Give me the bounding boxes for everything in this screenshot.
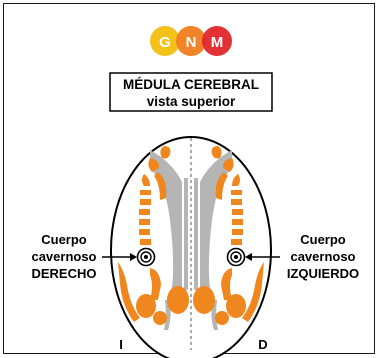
medulla-right-ball-1: [226, 294, 246, 318]
ventricle-left: [150, 150, 182, 304]
logo-letter-g: G: [159, 34, 171, 51]
arrow-right-head: [245, 253, 252, 261]
right-hemisphere: [193, 146, 264, 330]
ventricle-right: [200, 150, 232, 304]
medulla-right-ball-2: [193, 286, 215, 314]
medulla-right-bar-4: [232, 219, 243, 225]
medulla-right-2: [222, 158, 234, 172]
medulla-right-arc: [215, 172, 228, 200]
right-label-line-3: IZQUIERDO: [287, 266, 359, 281]
medulla-left-bar-1: [140, 190, 151, 195]
logo-circle-g: [150, 26, 180, 56]
medulla-left-2: [148, 158, 160, 172]
medulla-right-bar-3: [232, 209, 243, 215]
medulla-left-outer-arc: [118, 262, 140, 322]
title-box: MÉDULA CEREBRAL vista superior: [109, 72, 273, 112]
medulla-right-ball-3: [215, 311, 229, 325]
medulla-right-lower: [221, 268, 232, 300]
medulla-right-bar-2: [231, 199, 242, 205]
arrow-left-head: [130, 253, 137, 261]
left-label-line-2: cavernoso: [31, 249, 96, 264]
medulla-left-top: [160, 146, 171, 159]
medulla-right-outer-arc: [242, 262, 264, 322]
logo-letter-n: N: [186, 34, 197, 51]
medulla-right-bar-6: [231, 239, 242, 245]
ventricle-right-inner: [194, 178, 198, 290]
medulla-left-bar-6: [140, 239, 151, 245]
medulla-left-arc: [154, 172, 167, 200]
medulla-left-bar-4: [139, 219, 150, 225]
medulla-right-top: [211, 146, 222, 159]
title-box-border: [109, 72, 273, 112]
logo-circle-n: [176, 26, 206, 56]
right-label-line-2: cavernoso: [290, 249, 355, 264]
side-marker-right: D: [258, 337, 267, 352]
cavernous-body-left-dot: [234, 255, 238, 259]
title-line-1: MÉDULA CEREBRAL: [123, 77, 259, 92]
medulla-left-bar-2: [140, 199, 151, 205]
medulla-right-3: [232, 174, 240, 186]
right-label-line-1: Cuerpo: [300, 232, 346, 247]
cavernous-body-right-dot: [144, 255, 148, 259]
medulla-right-bar-5: [232, 229, 243, 235]
left-label-line-1: Cuerpo: [41, 232, 87, 247]
medulla-right-bar-1: [231, 190, 242, 195]
title-line-2: vista superior: [147, 94, 236, 109]
side-marker-left: I: [119, 337, 123, 352]
medulla-left-ball-3: [153, 311, 167, 325]
logo-circle-m: [202, 26, 232, 56]
medulla-left-lower: [150, 268, 161, 300]
medulla-left-ball-1: [136, 294, 156, 318]
ventricle-left-inner: [184, 178, 188, 290]
medulla-left-bar-3: [139, 209, 150, 215]
left-label-line-3: DERECHO: [31, 266, 96, 281]
logo-letter-m: M: [211, 34, 224, 51]
medulla-left-bar-5: [139, 229, 150, 235]
gnm-logo: G N M: [150, 26, 232, 56]
left-hemisphere: [118, 146, 189, 330]
medulla-left-3: [142, 174, 150, 186]
medulla-left-ball-2: [167, 286, 189, 314]
